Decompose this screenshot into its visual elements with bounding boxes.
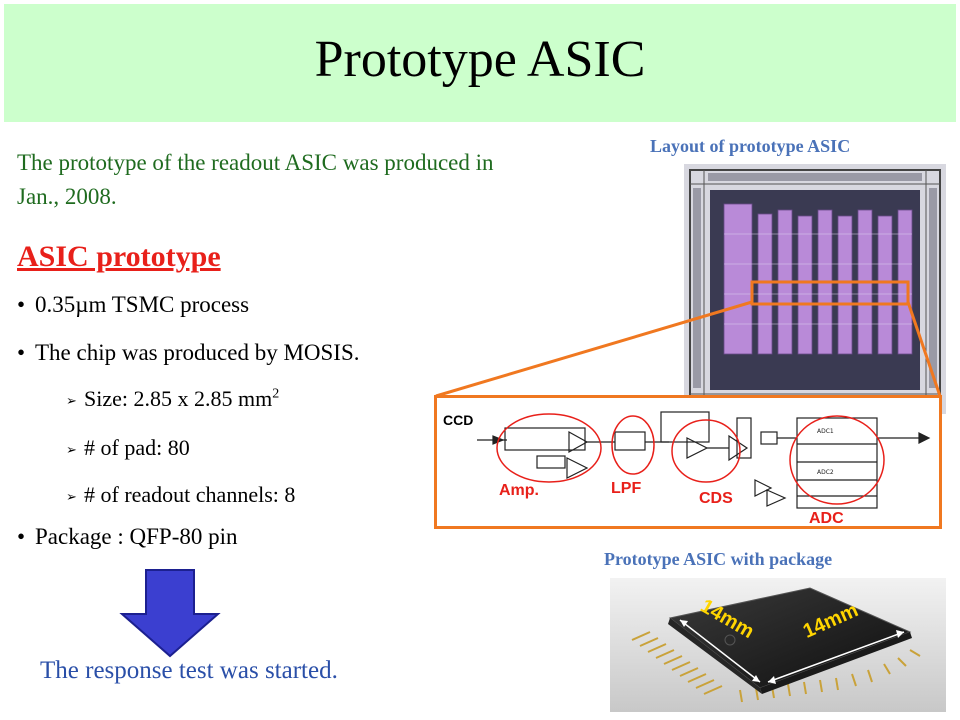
bullet-produced-text: The chip was produced by MOSIS. (35, 340, 360, 365)
label-lpf: LPF (611, 480, 642, 497)
response-text: The response test was started. (40, 657, 338, 684)
arrow-bullet-icon: ➢ (66, 441, 77, 457)
sub-size-text: Size: 2.85 x 2.85 mm (84, 386, 273, 411)
adc-block-text: ADC1 (817, 428, 834, 435)
bullet-process: • 0.35µm TSMC process (17, 292, 249, 318)
intro-text: The prototype of the readout ASIC was pr… (17, 150, 494, 209)
sub-pads-text: # of pad: 80 (84, 435, 190, 460)
down-arrow-icon (119, 569, 221, 658)
circuit-zoom-box: ADC1 ADC2 CCD Amp. LPF CDS ADC (434, 395, 942, 529)
subheading: ASIC prototype (17, 240, 221, 273)
readout-circuit-schematic: ADC1 ADC2 (477, 411, 931, 509)
label-cds: CDS (699, 490, 733, 507)
bullet-dot-icon: • (17, 292, 26, 317)
bullet-process-text: 0.35µm TSMC process (35, 292, 250, 317)
bullet-package: • Package : QFP-80 pin (17, 524, 238, 550)
asic-layout-image (684, 164, 946, 414)
label-ccd: CCD (443, 412, 474, 428)
sub-channels: ➢ # of readout channels: 8 (66, 482, 295, 508)
sub-pads: ➢ # of pad: 80 (66, 435, 190, 461)
slide-title: Prototype ASIC (314, 31, 646, 88)
adc-block-text: ADC2 (817, 469, 834, 476)
sub-channels-text: # of readout channels: 8 (84, 482, 296, 507)
bullet-package-text: Package : QFP-80 pin (35, 524, 238, 549)
sub-size: ➢ Size: 2.85 x 2.85 mm2 (66, 386, 279, 412)
bullet-produced: • The chip was produced by MOSIS. (17, 340, 360, 366)
bullet-dot-icon: • (17, 524, 26, 549)
label-amp: Amp. (499, 482, 539, 499)
package-caption: Prototype ASIC with package (604, 549, 833, 569)
sub-size-exponent: 2 (272, 386, 280, 402)
bullet-dot-icon: • (17, 340, 26, 365)
label-adc: ADC (809, 510, 844, 527)
arrow-bullet-icon: ➢ (66, 392, 77, 408)
title-bar (4, 4, 956, 122)
layout-caption: Layout of prototype ASIC (650, 136, 851, 156)
asic-package-photo (610, 578, 946, 712)
arrow-bullet-icon: ➢ (66, 488, 77, 504)
